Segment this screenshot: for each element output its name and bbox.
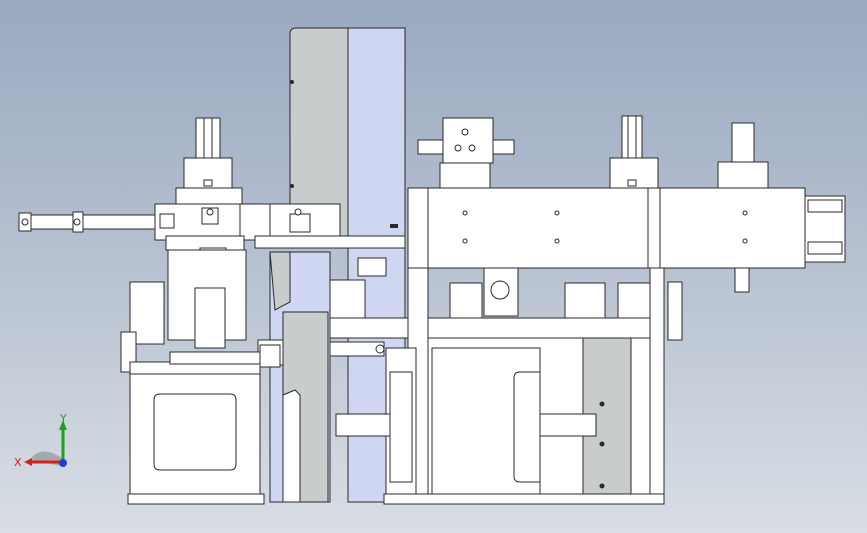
top-cylinder-left[interactable] xyxy=(417,117,515,189)
base-plate-left[interactable] xyxy=(127,493,265,505)
top-cylinder-right[interactable] xyxy=(717,122,769,189)
left-cylinder[interactable] xyxy=(18,211,156,233)
x-axis-label: X xyxy=(14,456,22,469)
left-base-block[interactable] xyxy=(120,281,281,503)
left-upper-mechanism[interactable] xyxy=(154,117,406,349)
upper-beam[interactable] xyxy=(407,187,846,269)
z-axis-point-icon xyxy=(59,459,67,467)
coordinate-triad: Y X xyxy=(14,412,67,469)
y-axis-label: Y xyxy=(59,412,67,425)
triad-plane-icon xyxy=(30,451,62,466)
lower-frame[interactable] xyxy=(335,267,665,505)
top-cylinder-middle[interactable] xyxy=(609,115,659,189)
left-support-column[interactable] xyxy=(257,251,331,503)
